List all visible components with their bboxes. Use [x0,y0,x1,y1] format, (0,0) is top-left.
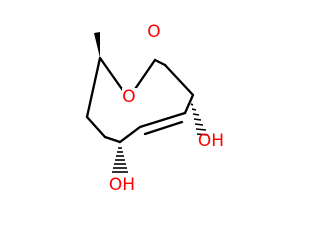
oh-left-hashed-wedge [112,147,128,173]
bond-c4-c5 [103,135,122,144]
bond-c3-c4 [85,115,107,139]
molecule-structure: O O OH OH [85,22,224,195]
bond-c6-c7-double [143,120,184,136]
methyl-wedge [94,32,100,58]
hydroxyl-left-label: OH [109,175,135,195]
ring-bonds [85,56,195,144]
carbonyl-bond [148,35,159,62]
bond-c10-ringO [131,58,157,94]
hydroxyl-right-label: OH [198,131,224,151]
bond-c2-c3 [85,56,102,119]
bond-ringO-c2 [98,56,126,94]
bond-c5-c6 [118,125,142,144]
atom-labels: O O OH OH [109,22,224,195]
bond-c8-c9 [163,63,195,97]
carbonyl-oxygen-label: O [147,22,160,42]
oh-right-hashed-wedge [190,103,209,136]
bond-c7-c8 [183,93,195,115]
ring-oxygen-label: O [122,87,135,107]
bond-c6-c7 [138,111,187,129]
